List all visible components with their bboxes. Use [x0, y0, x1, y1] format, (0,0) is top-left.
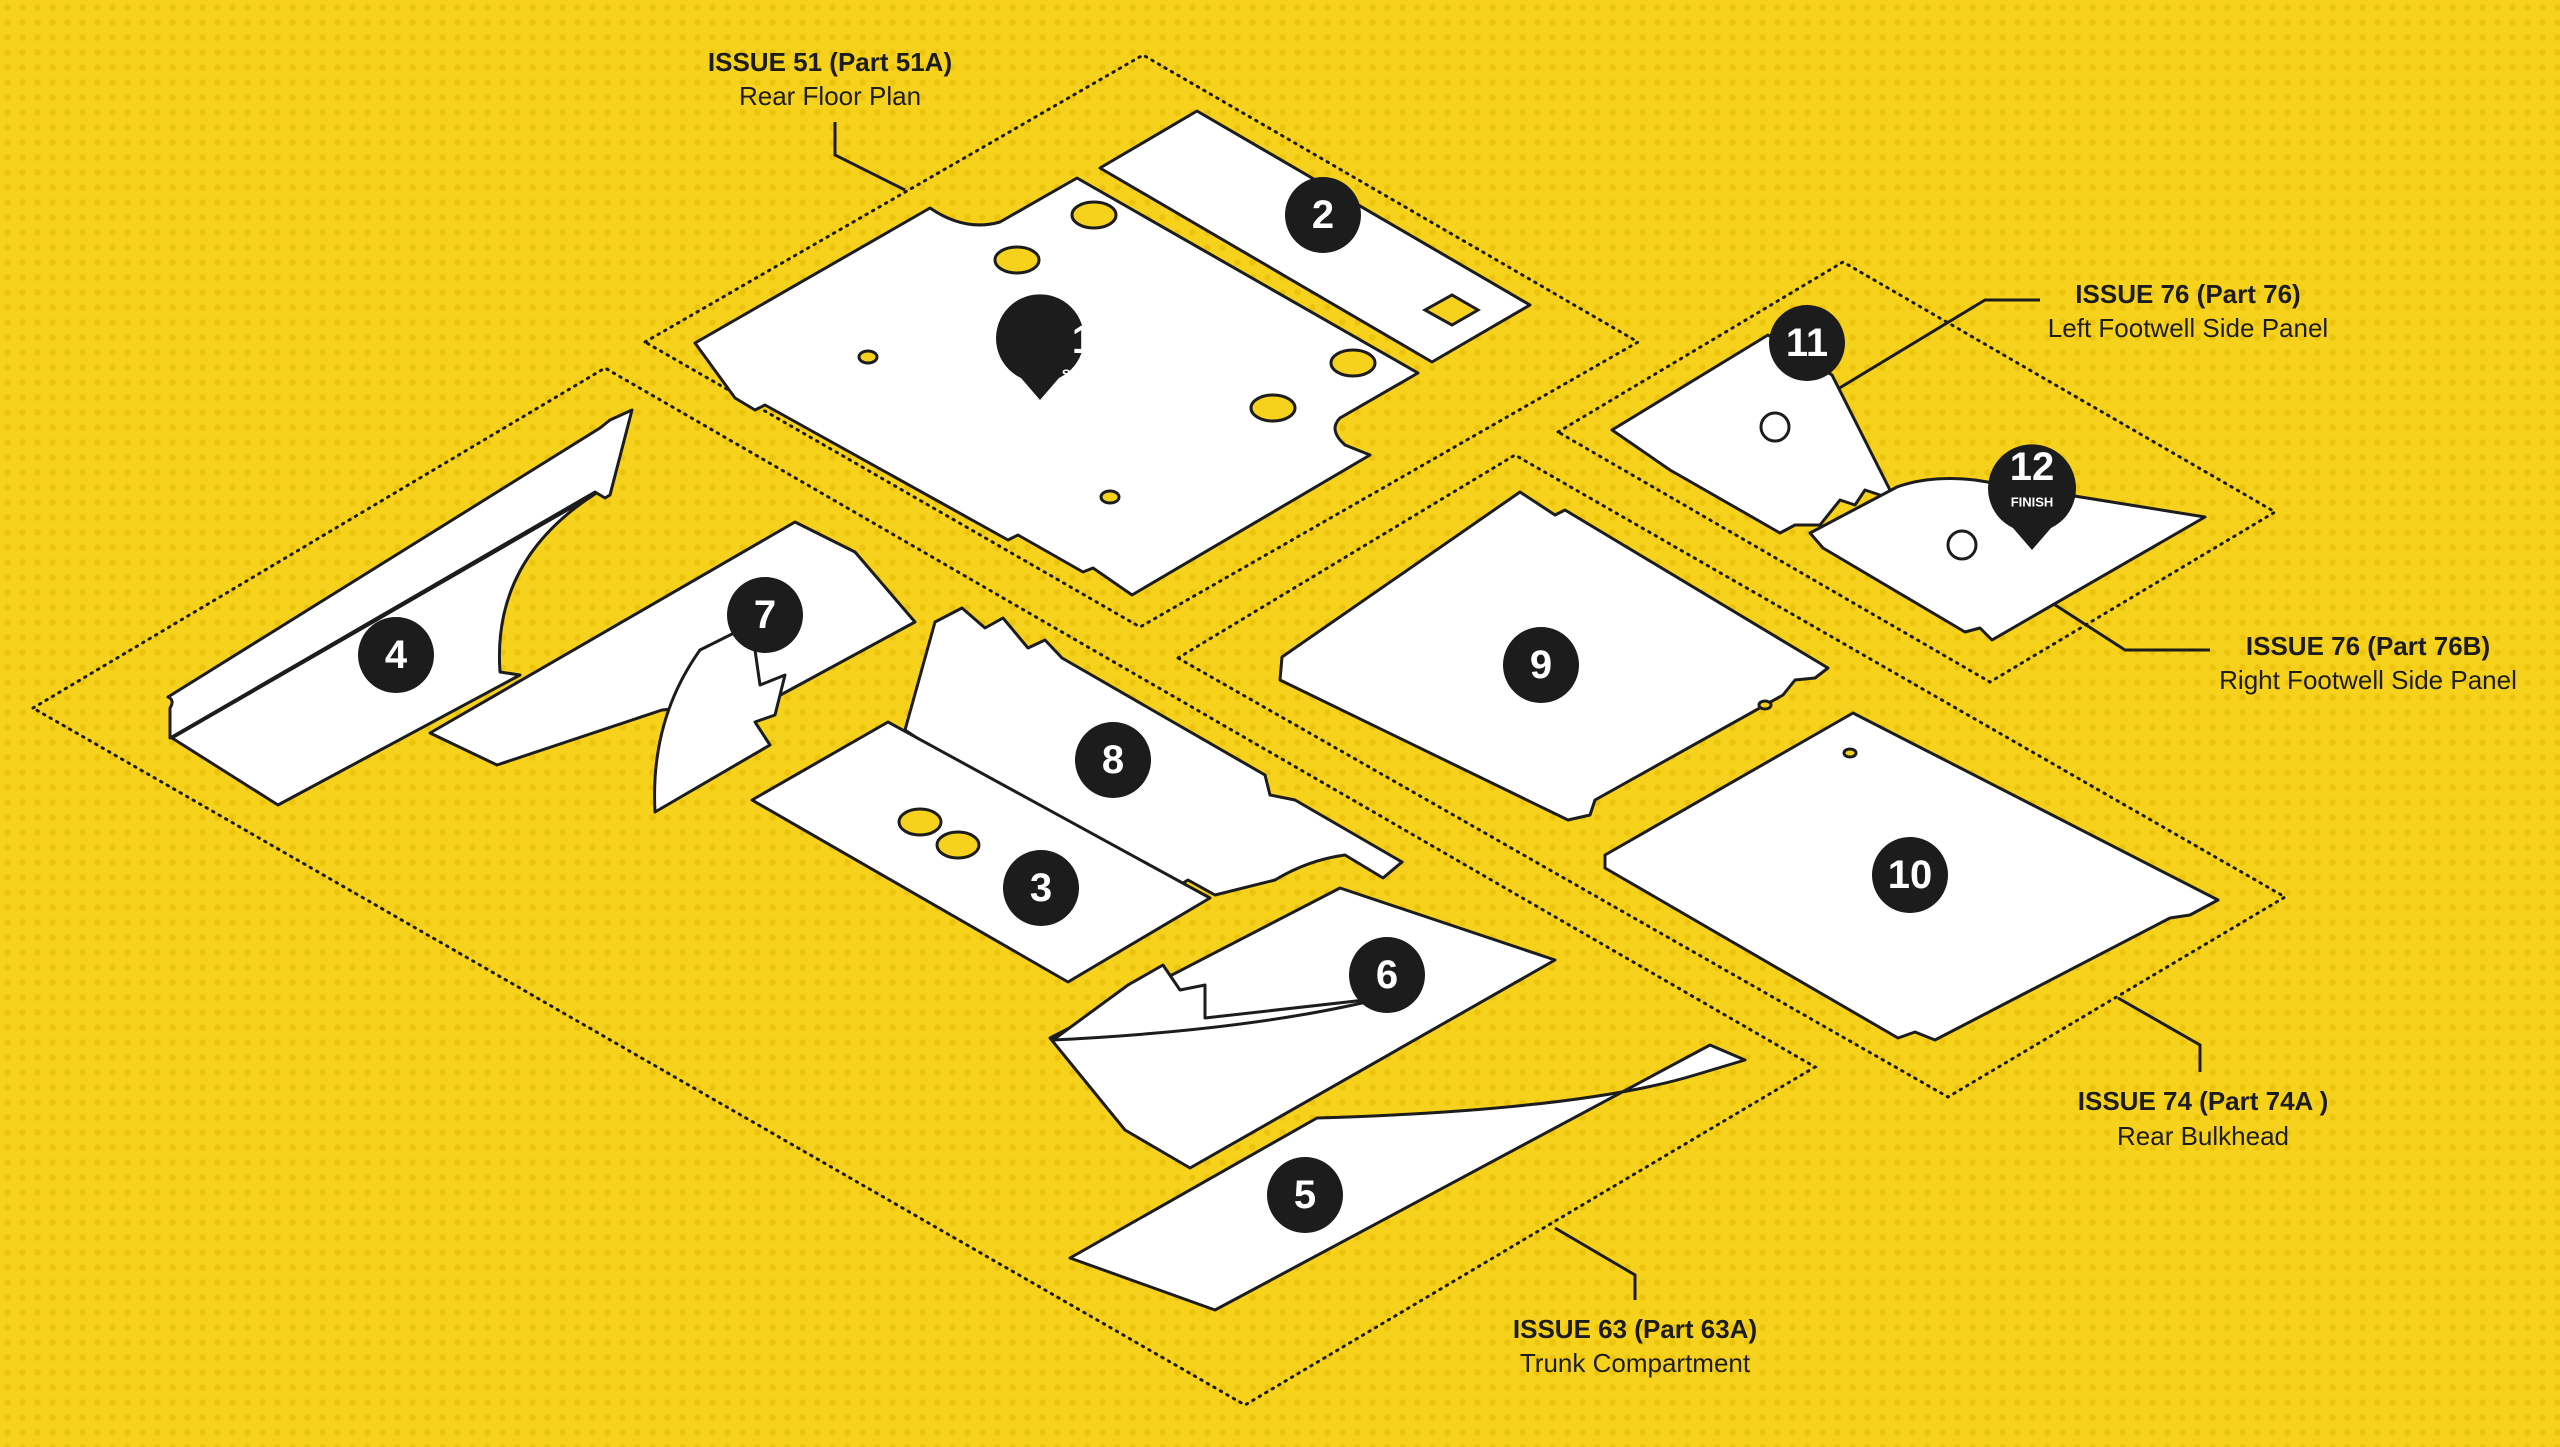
panel-2-slot [1421, 293, 1482, 327]
panels [166, 109, 2220, 1312]
panel-8 [903, 606, 1404, 897]
callout-name: Trunk Compartment [1520, 1348, 1751, 1378]
panel-6 [1048, 886, 1557, 1170]
panel-12 [1808, 477, 2207, 642]
callout-name: Rear Bulkhead [2117, 1121, 2289, 1151]
step-number: 2 [1312, 193, 1334, 237]
leader-trunk [1554, 1226, 1637, 1300]
step-10-badge: 10 [1872, 837, 1948, 913]
hole [1759, 411, 1791, 443]
callout-issue: ISSUE 51 (Part 51A) [708, 47, 952, 77]
hole [993, 245, 1041, 275]
callout-name: Rear Floor Plan [739, 81, 921, 111]
step-6-badge: 6 [1349, 937, 1425, 1013]
panel-1-rear-floor [693, 176, 1420, 597]
step-label: FINISH [2011, 495, 2054, 510]
panel-7-blade [653, 608, 787, 814]
panel-6-blade [1051, 963, 1385, 1042]
step-number: 9 [1530, 643, 1552, 687]
zone-outlines [30, 53, 2288, 1407]
step-number: 7 [754, 593, 776, 637]
step-badges: 1 START 2 3 4 5 6 7 8 [358, 177, 2076, 1233]
hole [935, 830, 981, 860]
hole [1329, 348, 1377, 378]
step-11-badge: 11 [1769, 305, 1845, 381]
callout-right-footwell: ISSUE 76 (Part 76B) Right Footwell Side … [2219, 631, 2517, 695]
panel-11 [1610, 333, 1897, 535]
hole [1842, 747, 1858, 759]
step-label: START [1062, 367, 1104, 382]
step-number: 5 [1294, 1173, 1316, 1217]
hole [1946, 529, 1978, 561]
hole [1249, 393, 1297, 423]
zone-rear-floor [641, 53, 1642, 629]
hole [857, 349, 879, 365]
step-number: 12 [2010, 445, 2055, 489]
panel-4 [166, 408, 634, 740]
step-8-badge: 8 [1075, 722, 1151, 798]
panel-7 [428, 520, 917, 767]
step-number: 6 [1376, 953, 1398, 997]
hole [897, 807, 943, 837]
step-circle [727, 577, 803, 653]
callout-trunk: ISSUE 63 (Part 63A) Trunk Compartment [1513, 1314, 1757, 1378]
callout-issue: ISSUE 76 (Part 76B) [2246, 631, 2490, 661]
callout-issue: ISSUE 76 (Part 76) [2075, 279, 2300, 309]
leader-rear-floor [833, 122, 906, 192]
step-circle [1285, 177, 1361, 253]
hole [1757, 699, 1773, 711]
step-circle [1769, 305, 1845, 381]
step-number: 4 [385, 633, 408, 677]
step-number: 3 [1030, 866, 1052, 910]
step-circle [1267, 1157, 1343, 1233]
step-number: 10 [1888, 853, 1933, 897]
step-4-badge: 4 [358, 617, 434, 693]
callout-issue: ISSUE 74 (Part 74A ) [2078, 1086, 2328, 1116]
leader-rear-bulkhead [2117, 996, 2202, 1072]
hole [1099, 489, 1121, 505]
hole [1070, 200, 1118, 230]
step-circle [1872, 837, 1948, 913]
step-circle [358, 617, 434, 693]
step-circle [1075, 722, 1151, 798]
step-3-badge: 3 [1003, 850, 1079, 926]
step-12-badge: 12 FINISH [1987, 444, 2076, 550]
step-2-badge: 2 [1285, 177, 1361, 253]
step-number: 1 [1072, 318, 1094, 362]
panel-5 [1068, 1043, 1747, 1312]
zone-rear-bulkhead [1175, 453, 2288, 1099]
step-number: 8 [1102, 738, 1124, 782]
callout-left-footwell: ISSUE 76 (Part 76) Left Footwell Side Pa… [2048, 279, 2328, 343]
callout-rear-floor: ISSUE 51 (Part 51A) Rear Floor Plan [708, 47, 952, 111]
callout-issue: ISSUE 63 (Part 63A) [1513, 1314, 1757, 1344]
pin-marker [996, 294, 1084, 400]
zone-footwell [1555, 260, 2278, 684]
step-7-badge: 7 [727, 577, 803, 653]
step-circle [1003, 850, 1079, 926]
leader-left-footwell [1774, 298, 2040, 429]
callout-name: Left Footwell Side Panel [2048, 313, 2328, 343]
step-9-badge: 9 [1503, 627, 1579, 703]
callout-rear-bulkhead: ISSUE 74 (Part 74A ) Rear Bulkhead [2078, 1086, 2328, 1151]
step-circle [1349, 937, 1425, 1013]
step-circle [1503, 627, 1579, 703]
pin-marker [1987, 444, 2076, 550]
callout-name: Right Footwell Side Panel [2219, 665, 2517, 695]
panel-3 [750, 720, 1212, 984]
panel-holes [857, 200, 1978, 860]
zone-trunk [30, 366, 1818, 1407]
step-number: 11 [1786, 321, 1828, 365]
step-1-badge: 1 START [996, 294, 1104, 400]
callout-labels: ISSUE 51 (Part 51A) Rear Floor Plan ISSU… [708, 47, 2517, 1378]
step-5-badge: 5 [1267, 1157, 1343, 1233]
